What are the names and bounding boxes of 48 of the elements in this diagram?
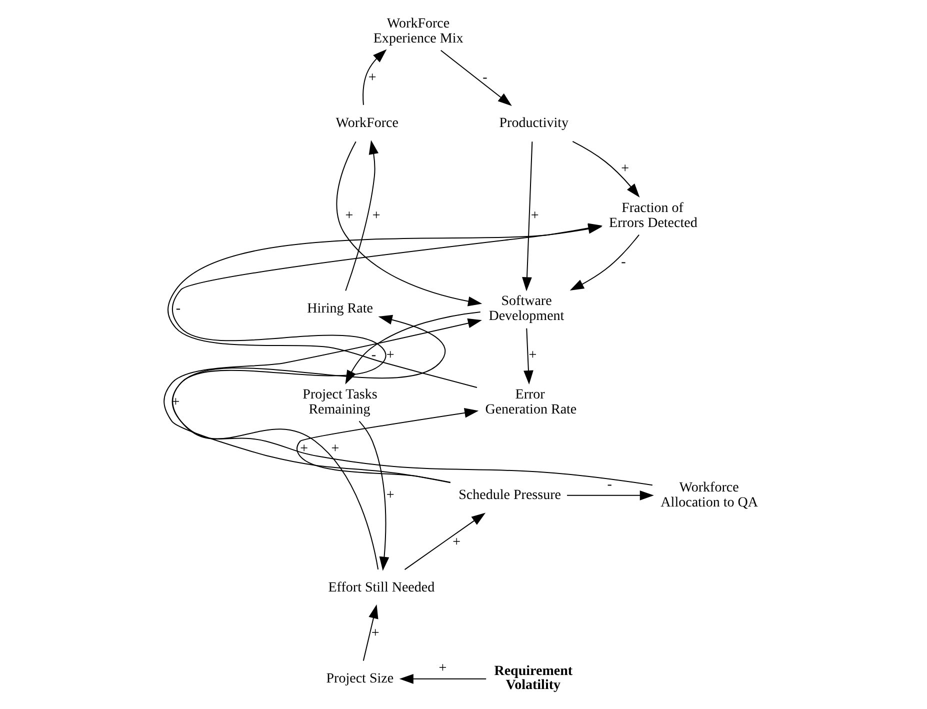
arrow <box>566 490 654 500</box>
edge-label: + <box>620 160 628 177</box>
arrow <box>404 512 486 570</box>
node-text: Schedule Pressure <box>458 487 560 504</box>
arrow <box>344 140 378 291</box>
edge-label: - <box>620 254 626 270</box>
edge-label: + <box>530 207 538 224</box>
edge-label: + <box>452 534 460 550</box>
arrow <box>523 328 533 385</box>
edge-label: - <box>175 300 180 317</box>
edge-label: - <box>482 69 487 86</box>
node-text: Effort Still Needed <box>328 579 434 596</box>
node-text: Software Development <box>488 293 564 324</box>
arrow <box>572 141 640 198</box>
arrow <box>163 318 482 483</box>
arrow <box>358 420 389 571</box>
edge-label: + <box>344 207 353 224</box>
edge-label: + <box>372 207 380 224</box>
edge-label: + <box>368 69 376 86</box>
edge-label: + <box>386 487 394 504</box>
node-text: Workforce Allocation to QA <box>660 480 758 511</box>
arrow <box>569 234 639 291</box>
edge-label: + <box>330 440 339 456</box>
node-text: Hiring Rate <box>306 300 372 317</box>
arrow <box>522 142 532 292</box>
arrow <box>440 50 512 106</box>
edge-label: + <box>528 347 536 364</box>
arrow <box>296 408 478 484</box>
node-text: WorkForce Experience Mix <box>372 15 463 46</box>
arrow <box>398 674 486 684</box>
edge-label: - <box>606 476 612 493</box>
node-text: Project Size <box>326 670 394 687</box>
edge-label: - <box>370 347 376 364</box>
edge-label: + <box>300 440 308 456</box>
arrow <box>172 314 445 570</box>
arrow <box>336 141 482 306</box>
edge-label: + <box>438 660 446 676</box>
node-text: WorkForce <box>335 115 398 132</box>
node-text: Productivity <box>498 115 568 132</box>
node-text: Fraction of Errors Detected <box>608 200 697 231</box>
node-text: Requirement Volatility <box>494 663 572 694</box>
node-text: Error Generation Rate <box>484 386 576 418</box>
arrow <box>362 604 378 661</box>
arrow <box>362 49 386 106</box>
edge-label: + <box>171 394 180 410</box>
edge-label: + <box>386 347 394 364</box>
node-text: Project Tasks Remaining <box>302 386 377 418</box>
edge-label: + <box>370 625 379 641</box>
